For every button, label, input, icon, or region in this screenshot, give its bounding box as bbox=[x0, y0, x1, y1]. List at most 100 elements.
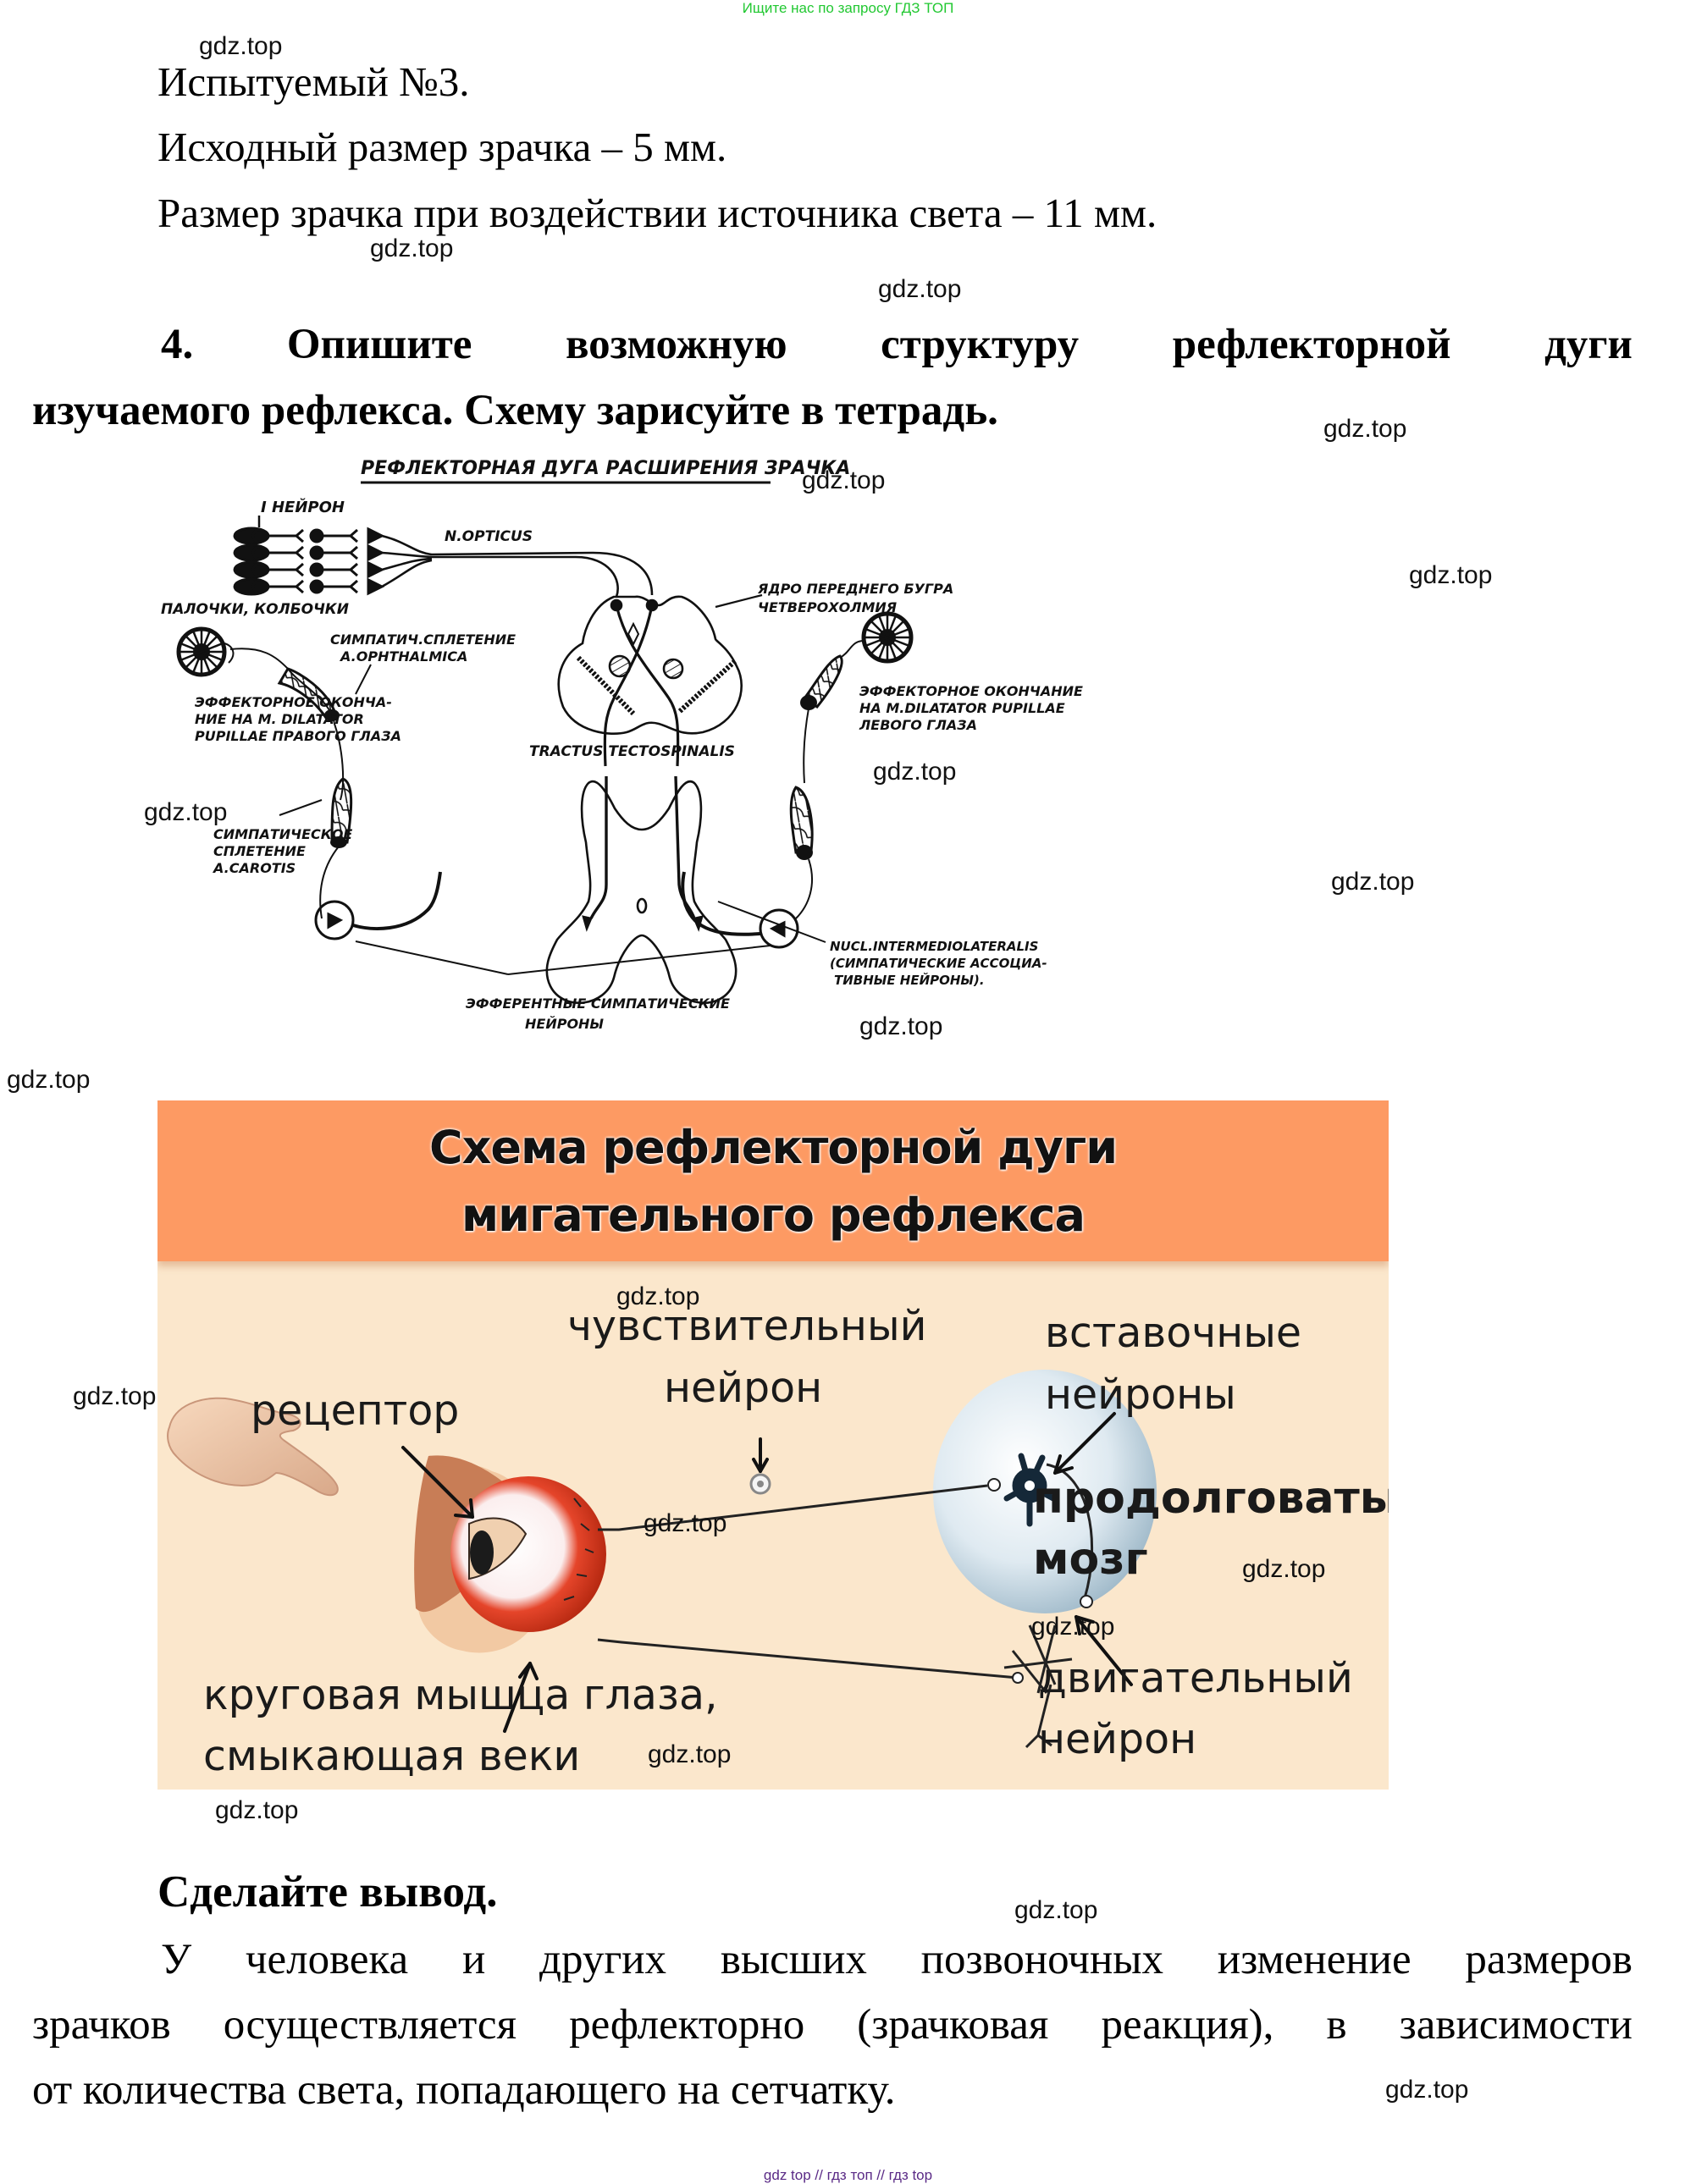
subject-initial-pupil-size: Исходный размер зрачка – 5 мм. bbox=[157, 124, 727, 170]
label-efferent-line2: НЕЙРОНЫ bbox=[525, 1016, 604, 1032]
label-nucl-line2: (СИМПАТИЧЕСКИЕ АССОЦИА- bbox=[830, 956, 1047, 971]
task-word: возможную bbox=[565, 321, 787, 368]
synapse-dot bbox=[987, 1478, 1001, 1492]
left-efferent-fiber bbox=[839, 640, 865, 659]
efferent-arrows bbox=[355, 940, 771, 975]
label-carotid-line3: A.CAROTIS bbox=[212, 860, 296, 876]
sensory-neuron-nucleus bbox=[757, 1481, 764, 1487]
conclusion-word: позвоночных bbox=[920, 1936, 1164, 1983]
watermark: gdz.top bbox=[859, 1012, 943, 1040]
nucl-arrow bbox=[717, 901, 826, 943]
top-search-banner[interactable]: Ищите нас по запросу ГДЗ ТОП bbox=[742, 0, 954, 16]
label-orbicularis-line1: круговая мышца глаза, bbox=[203, 1671, 718, 1719]
conclusion-word: рефлекторно bbox=[569, 2001, 805, 2049]
conclusion-heading: Сделайте вывод. bbox=[157, 1867, 498, 1917]
label-interneurons-line2: нейроны bbox=[1045, 1371, 1236, 1419]
left-eye-plexus-node bbox=[800, 695, 817, 710]
blink-reflex-arc-infographic: Схема рефлекторной дуги мигательного реф… bbox=[157, 1100, 1389, 1790]
task-number: 4. bbox=[161, 321, 194, 368]
label-arrows bbox=[401, 1412, 1133, 1733]
task-word: рефлекторной bbox=[1172, 321, 1451, 368]
label-carotid-line1: СИМПАТИЧЕСКОЕ bbox=[213, 826, 352, 842]
infographic-title-line2: мигательного рефлекса bbox=[461, 1189, 1086, 1242]
task-4-heading-line1: 4. Опишите возможную структуру рефлектор… bbox=[161, 323, 1632, 367]
task-4-heading-line2: изучаемого рефлекса. Схему зарисуйте в т… bbox=[32, 387, 998, 434]
left-eye-iris bbox=[861, 611, 914, 664]
pupil-dilation-reflex-arc-diagram: РЕФЛЕКТОРНАЯ ДУГА РАСШИРЕНИЯ ЗРАЧКА bbox=[152, 444, 1118, 1037]
ophthalmic-plexus-node bbox=[324, 709, 340, 721]
watermark: gdz.top bbox=[873, 758, 957, 786]
carotid-arrow bbox=[279, 799, 323, 816]
label-nucl-line1: NUCL.INTERMEDIOLATERALIS bbox=[830, 939, 1038, 954]
conclusion-word: реакция), bbox=[1101, 2001, 1274, 2049]
retina-row bbox=[233, 560, 385, 579]
watermark: gdz.top bbox=[370, 234, 454, 262]
label-left-effector-line3: ЛЕВОГО ГЛАЗА bbox=[859, 717, 977, 733]
label-optic-nerve: N.OPTICUS bbox=[445, 528, 533, 545]
watermark: gdz.top bbox=[73, 1382, 157, 1410]
conclusion-line1: У человека и других высших позвоночных и… bbox=[161, 1939, 1632, 1982]
conclusion-word: человека bbox=[245, 1936, 409, 1983]
left-preganglionic-fiber bbox=[795, 858, 813, 919]
conclusion-word: и bbox=[461, 1936, 486, 1983]
label-sensory-neuron-line1: чувствительный bbox=[567, 1302, 927, 1350]
label-first-neuron: I НЕЙРОН bbox=[261, 498, 345, 516]
nucleus-arrow bbox=[715, 593, 763, 609]
label-left-effector-line1: ЭФФЕКТОРНОЕ ОКОНЧАНИЕ bbox=[859, 683, 1083, 699]
midbrain-section bbox=[557, 595, 743, 767]
bottom-site-banner[interactable]: gdz top // гдз топ // гдз top bbox=[763, 2167, 933, 2183]
right-carotid-node bbox=[330, 836, 347, 848]
label-ophthalmic-line2: A.OPHTHALMICA bbox=[339, 648, 467, 665]
subject-title: Испытуемый №3. bbox=[157, 58, 470, 105]
label-sensory-neuron-line2: нейрон bbox=[664, 1364, 823, 1412]
label-nucleus-line2: ЧЕТВЕРОХОЛМИЯ bbox=[758, 599, 897, 615]
reflex-nerve-fibers bbox=[597, 1463, 1094, 1749]
watermark: gdz.top bbox=[644, 1509, 727, 1537]
watermark: gdz.top bbox=[1014, 1896, 1098, 1924]
watermark: gdz.top bbox=[1323, 415, 1407, 443]
conclusion-line3: от количества света, попадающего на сетч… bbox=[32, 2066, 896, 2114]
watermark: gdz.top bbox=[199, 32, 283, 60]
task-word: Опишите bbox=[286, 321, 472, 368]
watermark: gdz.top bbox=[144, 798, 228, 826]
eye-illustration bbox=[414, 1455, 606, 1653]
ophthalmic-arrow bbox=[355, 664, 372, 695]
task-word: дуги bbox=[1544, 321, 1632, 368]
label-left-effector-line2: НА M.DILATATOR PUPILLAE bbox=[859, 700, 1065, 716]
watermark: gdz.top bbox=[878, 275, 962, 303]
diagram1-title: РЕФЛЕКТОРНАЯ ДУГА РАСШИРЕНИЯ ЗРАЧКА bbox=[361, 458, 850, 479]
watermark: gdz.top bbox=[7, 1066, 91, 1094]
conclusion-line2: зрачков осуществляется рефлекторно (зрач… bbox=[32, 2004, 1632, 2047]
conclusion-word: изменение bbox=[1217, 1936, 1411, 1983]
watermark: gdz.top bbox=[802, 466, 886, 494]
optic-nerve-fibers bbox=[381, 534, 654, 598]
label-right-effector-line2: НИЕ НА M. DILATATOR bbox=[195, 711, 364, 727]
label-carotid-line2: СПЛЕТЕНИЕ bbox=[213, 843, 306, 859]
conclusion-word: осуществляется bbox=[223, 2001, 517, 2049]
retina-row bbox=[233, 543, 385, 562]
conclusion-word: высших bbox=[720, 1936, 867, 1983]
retina-row bbox=[233, 527, 385, 545]
right-preganglionic-fiber bbox=[319, 846, 340, 919]
pointing-hand-icon bbox=[167, 1397, 339, 1497]
synapse-dot bbox=[1012, 1672, 1024, 1684]
left-sympathetic-ganglion bbox=[314, 871, 442, 940]
task-word: структуру bbox=[881, 321, 1080, 368]
watermark: gdz.top bbox=[1409, 561, 1493, 589]
interneuron-icon bbox=[1003, 1453, 1057, 1527]
watermark: gdz.top bbox=[1242, 1555, 1326, 1583]
watermark: gdz.top bbox=[1331, 868, 1415, 896]
label-orbicularis-line2: смыкающая веки bbox=[203, 1732, 581, 1780]
left-postganglionic-fiber bbox=[803, 708, 809, 784]
right-eye-iris bbox=[176, 626, 235, 677]
conclusion-word: У bbox=[161, 1936, 192, 1983]
subject-light-pupil-size: Размер зрачка при воздействии источника … bbox=[157, 190, 1157, 236]
label-efferent-line1: ЭФФЕРЕНТНЫЕ СИМПАТИЧЕСКИЕ bbox=[466, 995, 730, 1012]
label-motor-neuron-line1: двигательный bbox=[1038, 1654, 1353, 1702]
watermark: gdz.top bbox=[1385, 2076, 1469, 2104]
watermark: gdz.top bbox=[616, 1282, 700, 1310]
conclusion-word: (зрачковая bbox=[857, 2001, 1049, 2049]
conclusion-word: в bbox=[1326, 2001, 1347, 2049]
infographic-title-line1: Схема рефлекторной дуги bbox=[428, 1121, 1118, 1174]
conclusion-word: зрачков bbox=[32, 2001, 171, 2049]
